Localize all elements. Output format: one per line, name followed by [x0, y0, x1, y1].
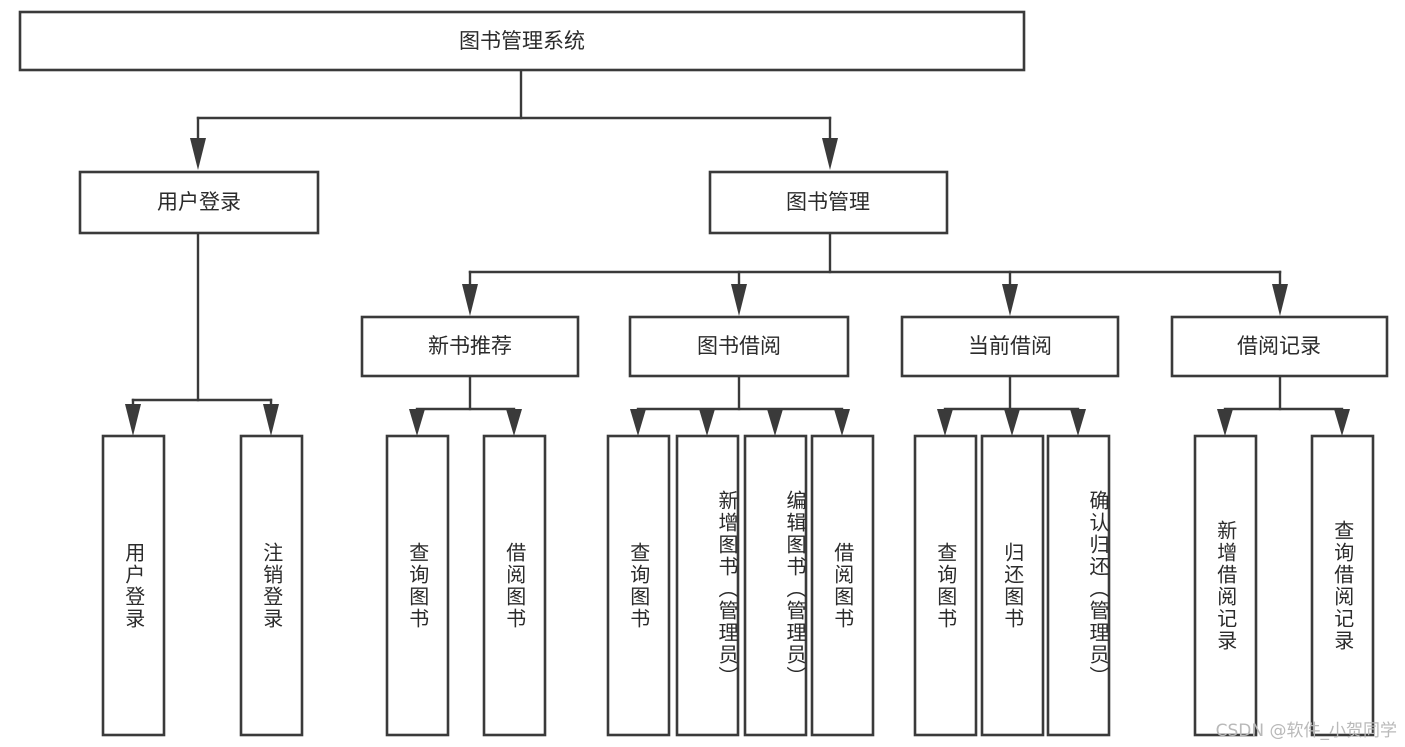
- node-root-label: 图书管理系统: [459, 29, 585, 53]
- node-new-book-label: 新书推荐: [428, 334, 512, 358]
- arrow-newbook-leaf-2-icon: [506, 409, 522, 436]
- connector-group-borrow-record: [1217, 374, 1350, 436]
- node-new-book-box[interactable]: [360, 315, 580, 378]
- node-book-borrow-box[interactable]: [628, 315, 850, 378]
- node-borrow-record-label: 借阅记录: [1237, 334, 1321, 358]
- connector-group-new-book: [409, 374, 522, 436]
- node-borrow-record-box[interactable]: [1170, 315, 1389, 378]
- leaf-box-borrow-record-1[interactable]: [1193, 434, 1258, 737]
- arrow-bookborrow-leaf-1-icon: [630, 409, 646, 436]
- arrow-root-to-login-icon: [190, 138, 206, 170]
- arrow-bookborrow-leaf-4-icon: [834, 409, 850, 436]
- leaf-box-current-borrow-3[interactable]: [1046, 434, 1111, 737]
- node-user-login-label: 用户登录: [157, 190, 241, 214]
- connector-group-user-login: [125, 231, 279, 436]
- leaf-box-new-book-1[interactable]: [385, 434, 450, 737]
- node-user-login-box[interactable]: [78, 170, 320, 235]
- arrow-manage-child-3-icon: [1002, 284, 1018, 316]
- arrow-login-leaf-1-icon: [125, 404, 141, 436]
- node-root-box[interactable]: [18, 10, 1026, 72]
- connector-group-current-borrow: [937, 374, 1086, 436]
- leaf-box-user-login-2[interactable]: [239, 434, 304, 737]
- leaf-box-book-borrow-3[interactable]: [743, 434, 808, 737]
- arrow-manage-child-2-icon: [731, 284, 747, 316]
- leaf-box-book-borrow-4[interactable]: [810, 434, 875, 737]
- leaf-box-new-book-2[interactable]: [482, 434, 547, 737]
- leaf-box-book-borrow-2[interactable]: [675, 434, 740, 737]
- arrow-borrowrecord-leaf-1-icon: [1217, 409, 1233, 436]
- leaf-box-borrow-record-2[interactable]: [1310, 434, 1375, 737]
- arrow-currentborrow-leaf-3-icon: [1070, 409, 1086, 436]
- arrow-currentborrow-leaf-1-icon: [937, 409, 953, 436]
- leaf-box-user-login-1[interactable]: [101, 434, 166, 737]
- arrow-currentborrow-leaf-2-icon: [1004, 409, 1020, 436]
- arrow-bookborrow-leaf-2-icon: [699, 409, 715, 436]
- connector-group-book-manage: [462, 231, 1288, 316]
- connector-group-root: [190, 69, 838, 170]
- arrow-login-leaf-2-icon: [263, 404, 279, 436]
- node-current-borrow-box[interactable]: [900, 315, 1120, 378]
- node-book-manage-label: 图书管理: [786, 190, 870, 214]
- arrow-manage-child-1-icon: [462, 284, 478, 316]
- leaf-box-current-borrow-2[interactable]: [980, 434, 1045, 737]
- node-book-manage-box[interactable]: [708, 170, 949, 235]
- leaf-box-current-borrow-1[interactable]: [913, 434, 978, 737]
- arrow-root-to-manage-icon: [822, 138, 838, 170]
- arrow-newbook-leaf-1-icon: [409, 409, 425, 436]
- node-book-borrow-label: 图书借阅: [697, 334, 781, 358]
- node-current-borrow-label: 当前借阅: [968, 334, 1052, 358]
- arrow-bookborrow-leaf-3-icon: [767, 409, 783, 436]
- connector-group-book-borrow: [630, 374, 850, 436]
- arrow-manage-child-4-icon: [1272, 284, 1288, 316]
- watermark-text: CSDN @软件_小贺同学: [1215, 721, 1397, 741]
- arrow-borrowrecord-leaf-2-icon: [1334, 409, 1350, 436]
- leaf-box-book-borrow-1[interactable]: [606, 434, 671, 737]
